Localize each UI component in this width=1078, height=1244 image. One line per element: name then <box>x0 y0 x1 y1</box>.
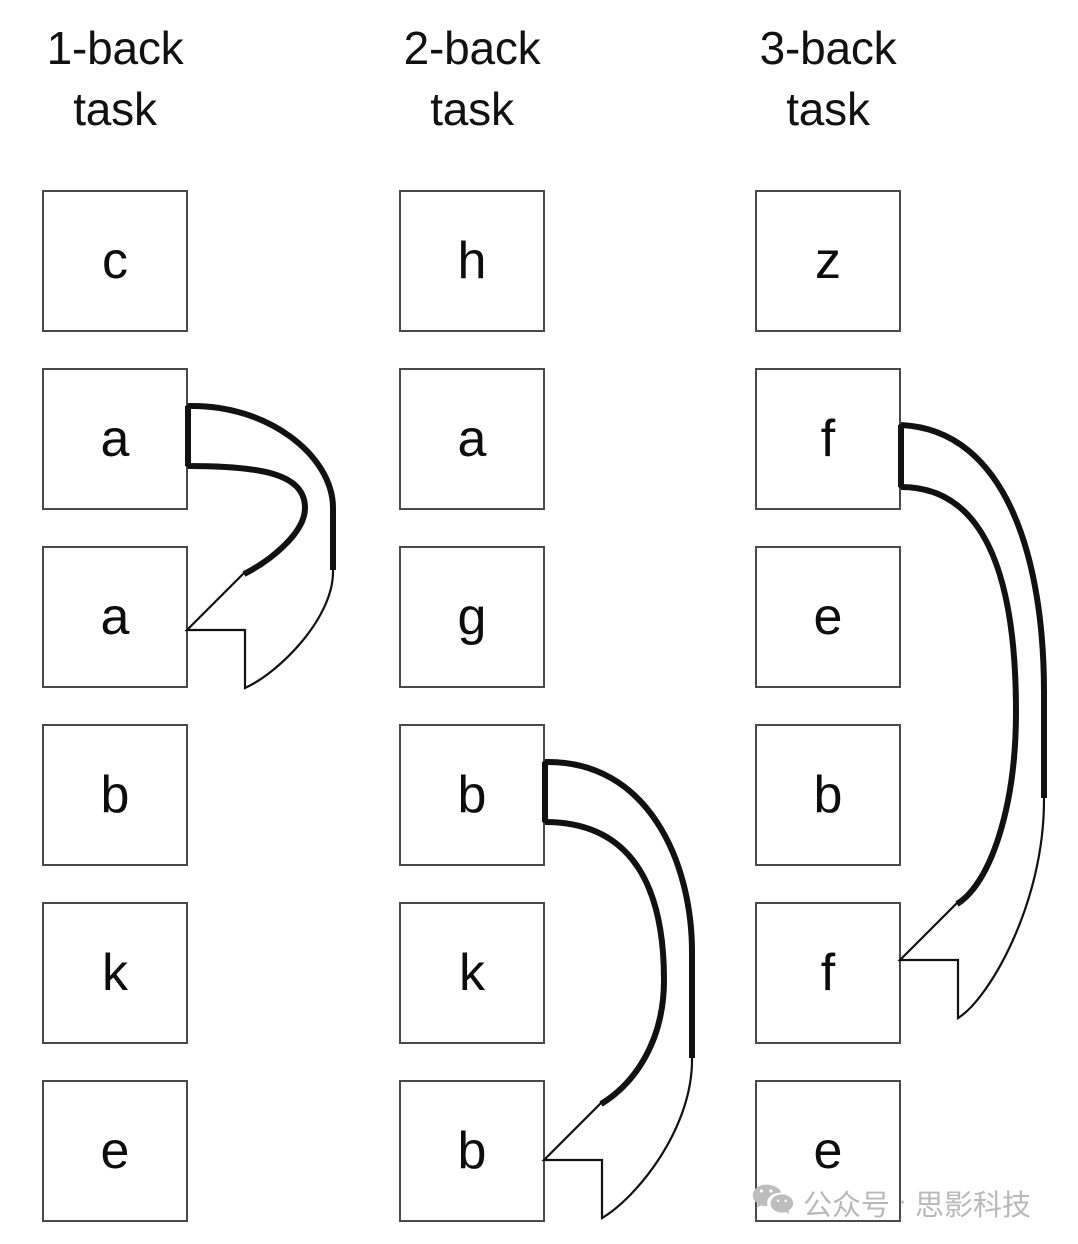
column-header-line-2: task <box>786 82 870 135</box>
column-header-line-1: 1-back <box>46 22 184 74</box>
watermark: 公众号 · 思影科技 <box>752 1182 1031 1224</box>
stimulus-box: h <box>399 190 545 332</box>
watermark-separator: · <box>899 1190 907 1216</box>
stimulus-box: b <box>399 1080 545 1222</box>
column-header-line-2: task <box>430 82 514 135</box>
stimulus-box: c <box>42 190 188 332</box>
stimulus-box: a <box>42 368 188 510</box>
column-header-line-1: 2-back <box>403 22 541 74</box>
n-back-arrow-2-back <box>541 758 695 1220</box>
watermark-account: 思影科技 <box>915 1188 1032 1222</box>
stimulus-box: b <box>399 724 545 866</box>
column-header-2-back: 2-back task <box>322 18 622 139</box>
stimulus-box: k <box>399 902 545 1044</box>
column-header-line-1: 3-back <box>759 22 897 74</box>
stimulus-box: z <box>755 190 901 332</box>
column-header-1-back: 1-back task <box>0 18 265 139</box>
stimulus-box: e <box>42 1080 188 1222</box>
stimulus-box: a <box>42 546 188 688</box>
wechat-icon <box>752 1183 794 1224</box>
stimulus-box: k <box>42 902 188 1044</box>
watermark-label: 公众号 <box>803 1188 891 1222</box>
stimulus-box: a <box>399 368 545 510</box>
stimulus-box: e <box>755 546 901 688</box>
stimulus-box: f <box>755 902 901 1044</box>
column-header-3-back: 3-back task <box>678 18 978 139</box>
n-back-arrow-3-back <box>897 422 1047 1020</box>
stimulus-box: g <box>399 546 545 688</box>
stimulus-box: f <box>755 368 901 510</box>
stimulus-box: b <box>755 724 901 866</box>
n-back-arrow-1-back <box>184 402 336 690</box>
stimulus-box: b <box>42 724 188 866</box>
column-header-line-2: task <box>73 82 157 135</box>
